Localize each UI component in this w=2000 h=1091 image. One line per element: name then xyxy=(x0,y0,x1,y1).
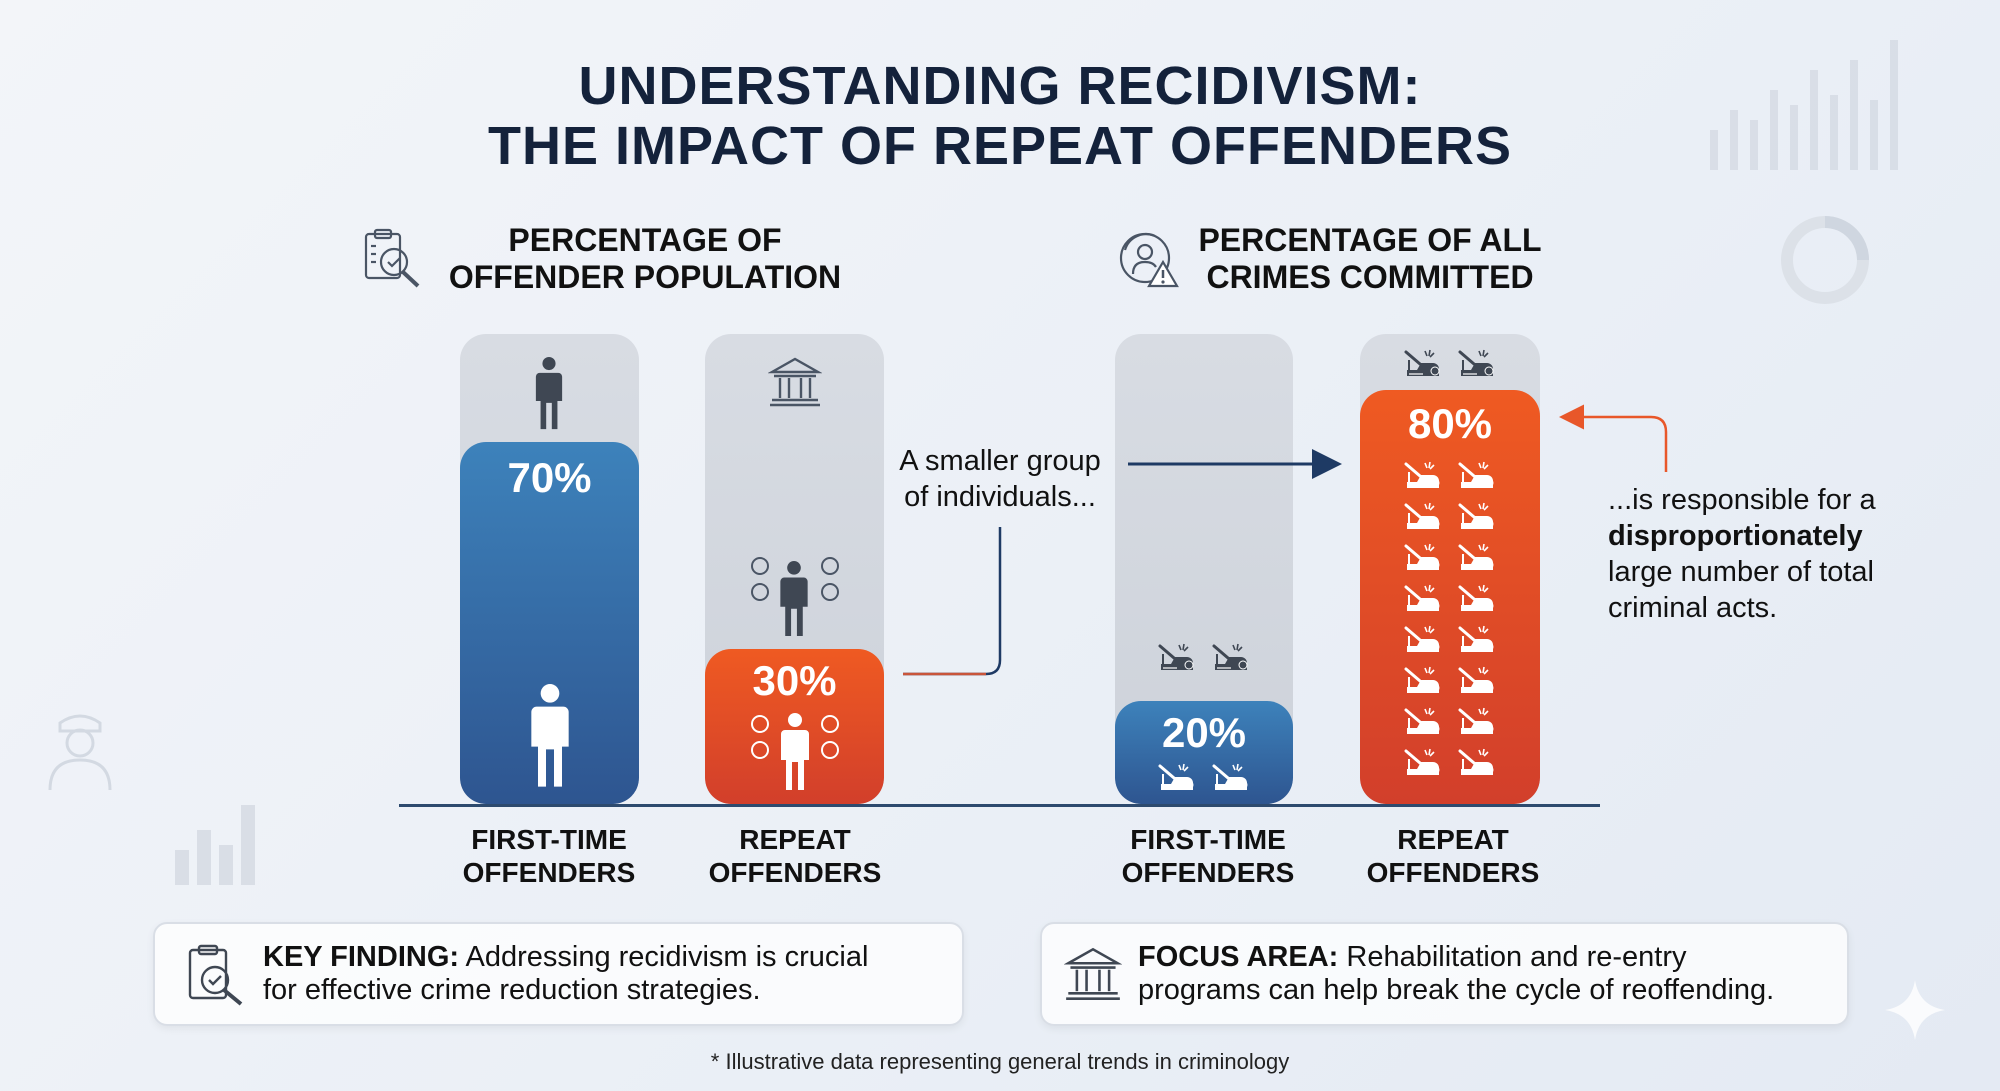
left-chart-title-line-2: OFFENDER POPULATION xyxy=(448,259,842,295)
bar-repeat-crimes: 80% xyxy=(1360,390,1540,804)
decorative-small-bar-icon xyxy=(175,805,255,885)
crime-badges-icon xyxy=(751,715,839,759)
value-label: 80% xyxy=(1407,400,1493,448)
focus-area-label: FOCUS AREA: xyxy=(1138,941,1339,973)
value-label: 30% xyxy=(752,656,837,704)
right-chart-title-line-1: PERCENTAGE OF ALL xyxy=(1198,222,1542,258)
value-label: 70% xyxy=(507,454,592,502)
decorative-bar-chart-icon xyxy=(1710,40,1898,170)
focus-area-box: FOCUS AREA: Rehabilitation and re-entry … xyxy=(1040,922,1849,1026)
right-chart-title-line-2: CRIMES COMMITTED xyxy=(1206,259,1534,295)
bar-track-first-time-population: 70% xyxy=(460,334,639,804)
key-finding-box: KEY FINDING: Addressing recidivism is cr… xyxy=(153,922,964,1026)
courthouse-icon xyxy=(1064,947,1122,1000)
baseline-axis xyxy=(399,804,1600,807)
sparkle-icon xyxy=(1885,980,1945,1040)
title-line-2: THE IMPACT OF REPEAT OFFENDERS xyxy=(487,116,1513,176)
bar-track-repeat-crimes: 80% xyxy=(1360,334,1540,804)
annotation-disproportionate: ...is responsible for a disproportionate… xyxy=(1608,484,1876,624)
clipboard-check-icon xyxy=(188,944,243,1006)
bar-track-first-time-crimes: 20% xyxy=(1115,334,1293,804)
crime-badges-icon xyxy=(751,557,839,601)
left-chart-title-line-1: PERCENTAGE OF xyxy=(508,222,782,258)
bar-repeat-population: 30% xyxy=(705,648,884,804)
courthouse-icon xyxy=(768,357,822,407)
decorative-donut-icon xyxy=(1781,216,1869,304)
bar-first-time-population: 70% xyxy=(460,442,639,804)
key-finding-label: KEY FINDING: xyxy=(263,941,460,973)
title-line-1: UNDERSTANDING RECIDIVISM: xyxy=(578,56,1422,116)
bar-track-repeat-population: 30% xyxy=(705,334,884,804)
footnote: * Illustrative data representing general… xyxy=(710,1049,1290,1074)
bar-first-time-crimes: 20% xyxy=(1115,700,1293,804)
clipboard-magnifier-icon xyxy=(364,228,420,288)
offender-warning-icon xyxy=(1119,232,1179,288)
value-label: 20% xyxy=(1161,708,1247,756)
decorative-officer-icon xyxy=(48,714,112,791)
